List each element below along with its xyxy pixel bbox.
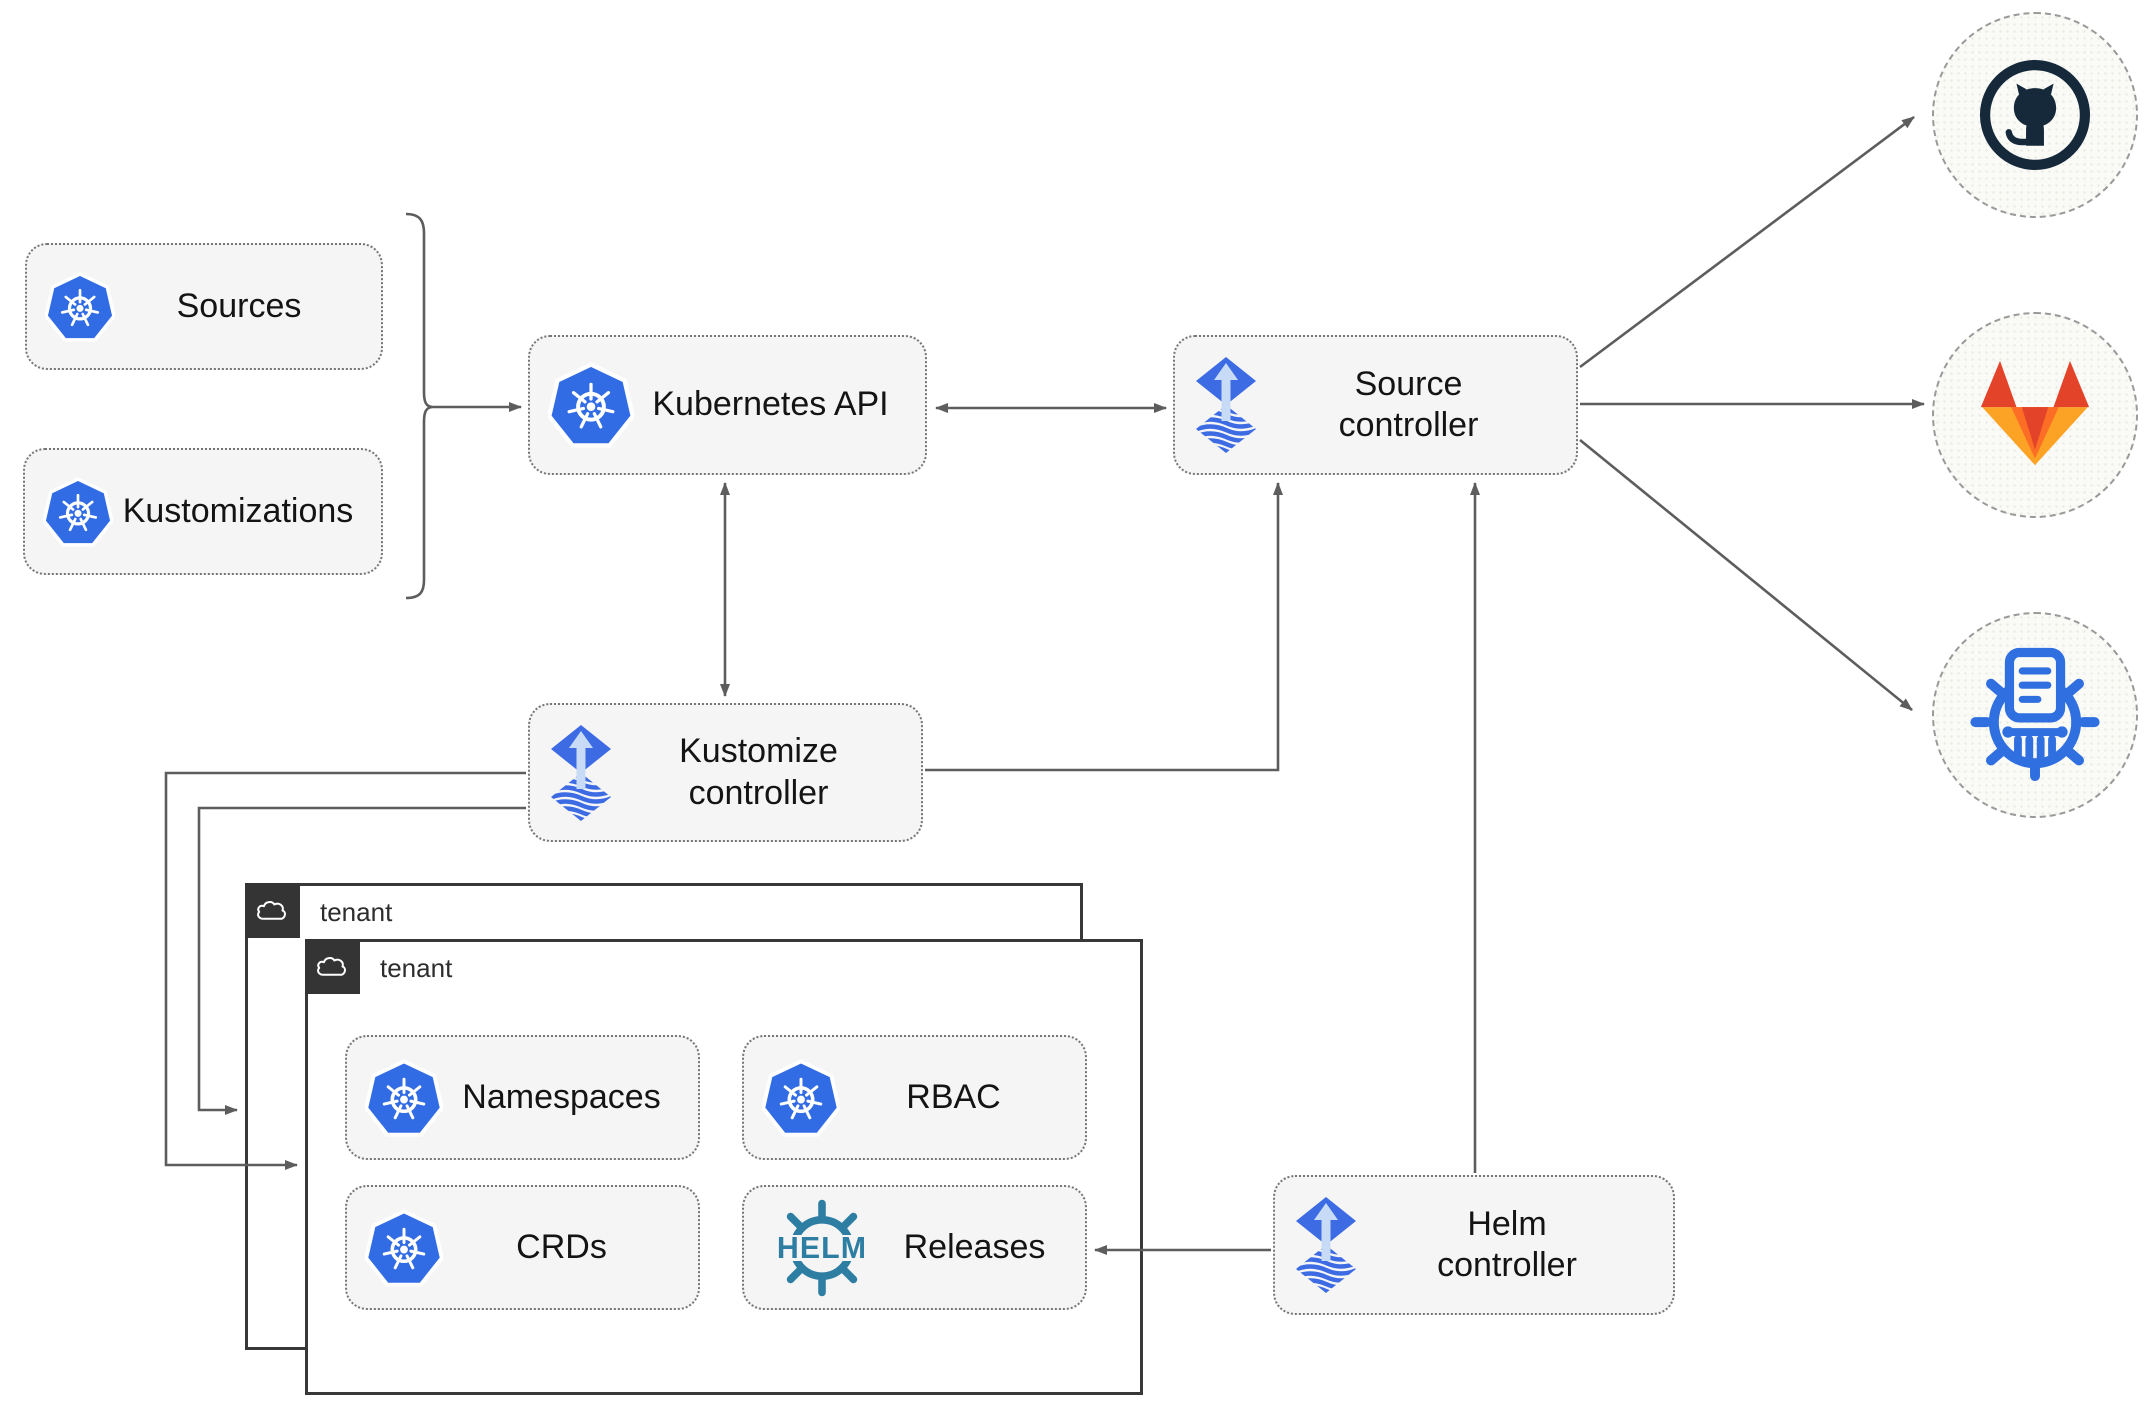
- cloud-icon: [254, 898, 292, 924]
- arrow-source-to-github: [1579, 115, 1915, 369]
- node-sources: Sources: [25, 243, 383, 370]
- external-gitlab: [1932, 312, 2138, 518]
- node-kubernetes-api: Kubernetes API: [528, 335, 927, 475]
- node-label: Sources: [176, 286, 302, 325]
- node-label: Kubernetes API: [652, 385, 889, 424]
- flux-icon: [548, 723, 614, 823]
- tenant-tab: [245, 883, 300, 938]
- node-label: Kustomize controller: [679, 732, 838, 812]
- node-label: Kustomizations: [122, 491, 354, 530]
- node-releases: HELM Releases: [742, 1185, 1087, 1310]
- arrow-source-to-chartmuseum: [1579, 438, 1913, 712]
- arrow-kustomize-to-source: [925, 482, 1283, 772]
- kubernetes-icon: [365, 1208, 443, 1287]
- github-icon: [1971, 51, 2099, 179]
- gitlab-icon: [1969, 354, 2101, 476]
- kubernetes-icon: [365, 1058, 443, 1137]
- tenant-label: tenant: [380, 953, 453, 983]
- kubernetes-icon: [43, 476, 113, 547]
- tenant-tab: [305, 939, 360, 994]
- bracket-left-group: [405, 212, 434, 600]
- flux-icon: [1293, 1195, 1359, 1295]
- node-helm-controller: Helm controller: [1273, 1175, 1675, 1315]
- kubernetes-icon: [548, 362, 634, 448]
- node-label: Helm controller: [1437, 1204, 1577, 1284]
- kubernetes-icon: [45, 271, 115, 342]
- node-kustomizations: Kustomizations: [23, 448, 383, 575]
- tenant-box-front: tenant: [305, 939, 1143, 1395]
- tenant-label: tenant: [320, 897, 393, 927]
- node-source-controller: Source controller: [1173, 335, 1578, 475]
- kubernetes-icon: [762, 1058, 840, 1137]
- helm-logo-icon: HELM: [762, 1196, 882, 1300]
- node-rbac: RBAC: [742, 1035, 1087, 1160]
- external-github: [1932, 12, 2138, 218]
- external-chartmuseum: [1932, 612, 2138, 818]
- node-label: CRDs: [516, 1227, 607, 1266]
- node-label: Releases: [903, 1227, 1046, 1266]
- node-label: Source controller: [1338, 364, 1479, 444]
- node-namespaces: Namespaces: [345, 1035, 700, 1160]
- node-crds: CRDs: [345, 1185, 700, 1310]
- flux-icon: [1193, 355, 1259, 455]
- arrow-kustomize-to-back-tenant: [197, 806, 526, 1115]
- arrow-kustomize-to-front-tenant: [164, 771, 526, 1170]
- node-label: RBAC: [906, 1077, 1001, 1116]
- node-label: Namespaces: [462, 1077, 661, 1116]
- cloud-icon: [314, 954, 352, 980]
- node-kustomize-controller: Kustomize controller: [528, 703, 923, 842]
- chartmuseum-icon: [1964, 644, 2106, 786]
- svg-text:HELM: HELM: [777, 1231, 867, 1264]
